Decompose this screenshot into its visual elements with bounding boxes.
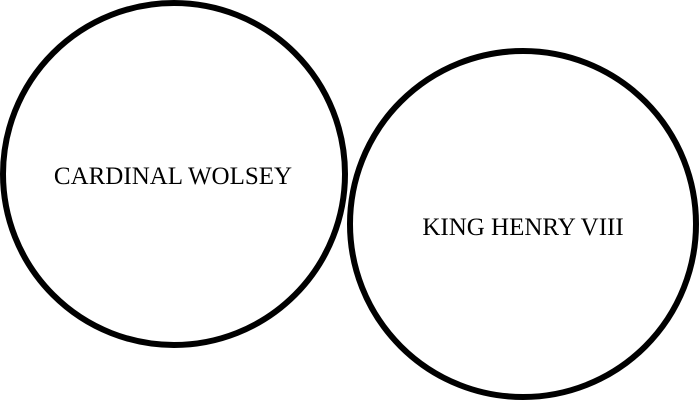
circle-node-cardinal-wolsey: CARDINAL WOLSEY: [0, 0, 348, 348]
circle-node-king-henry-viii: KING HENRY VIII: [347, 48, 699, 400]
label-king-henry-viii: KING HENRY VIII: [422, 214, 623, 241]
circle-cardinal-wolsey: [0, 0, 348, 348]
label-cardinal-wolsey: CARDINAL WOLSEY: [54, 163, 292, 190]
circle-king-henry-viii: [347, 48, 699, 400]
